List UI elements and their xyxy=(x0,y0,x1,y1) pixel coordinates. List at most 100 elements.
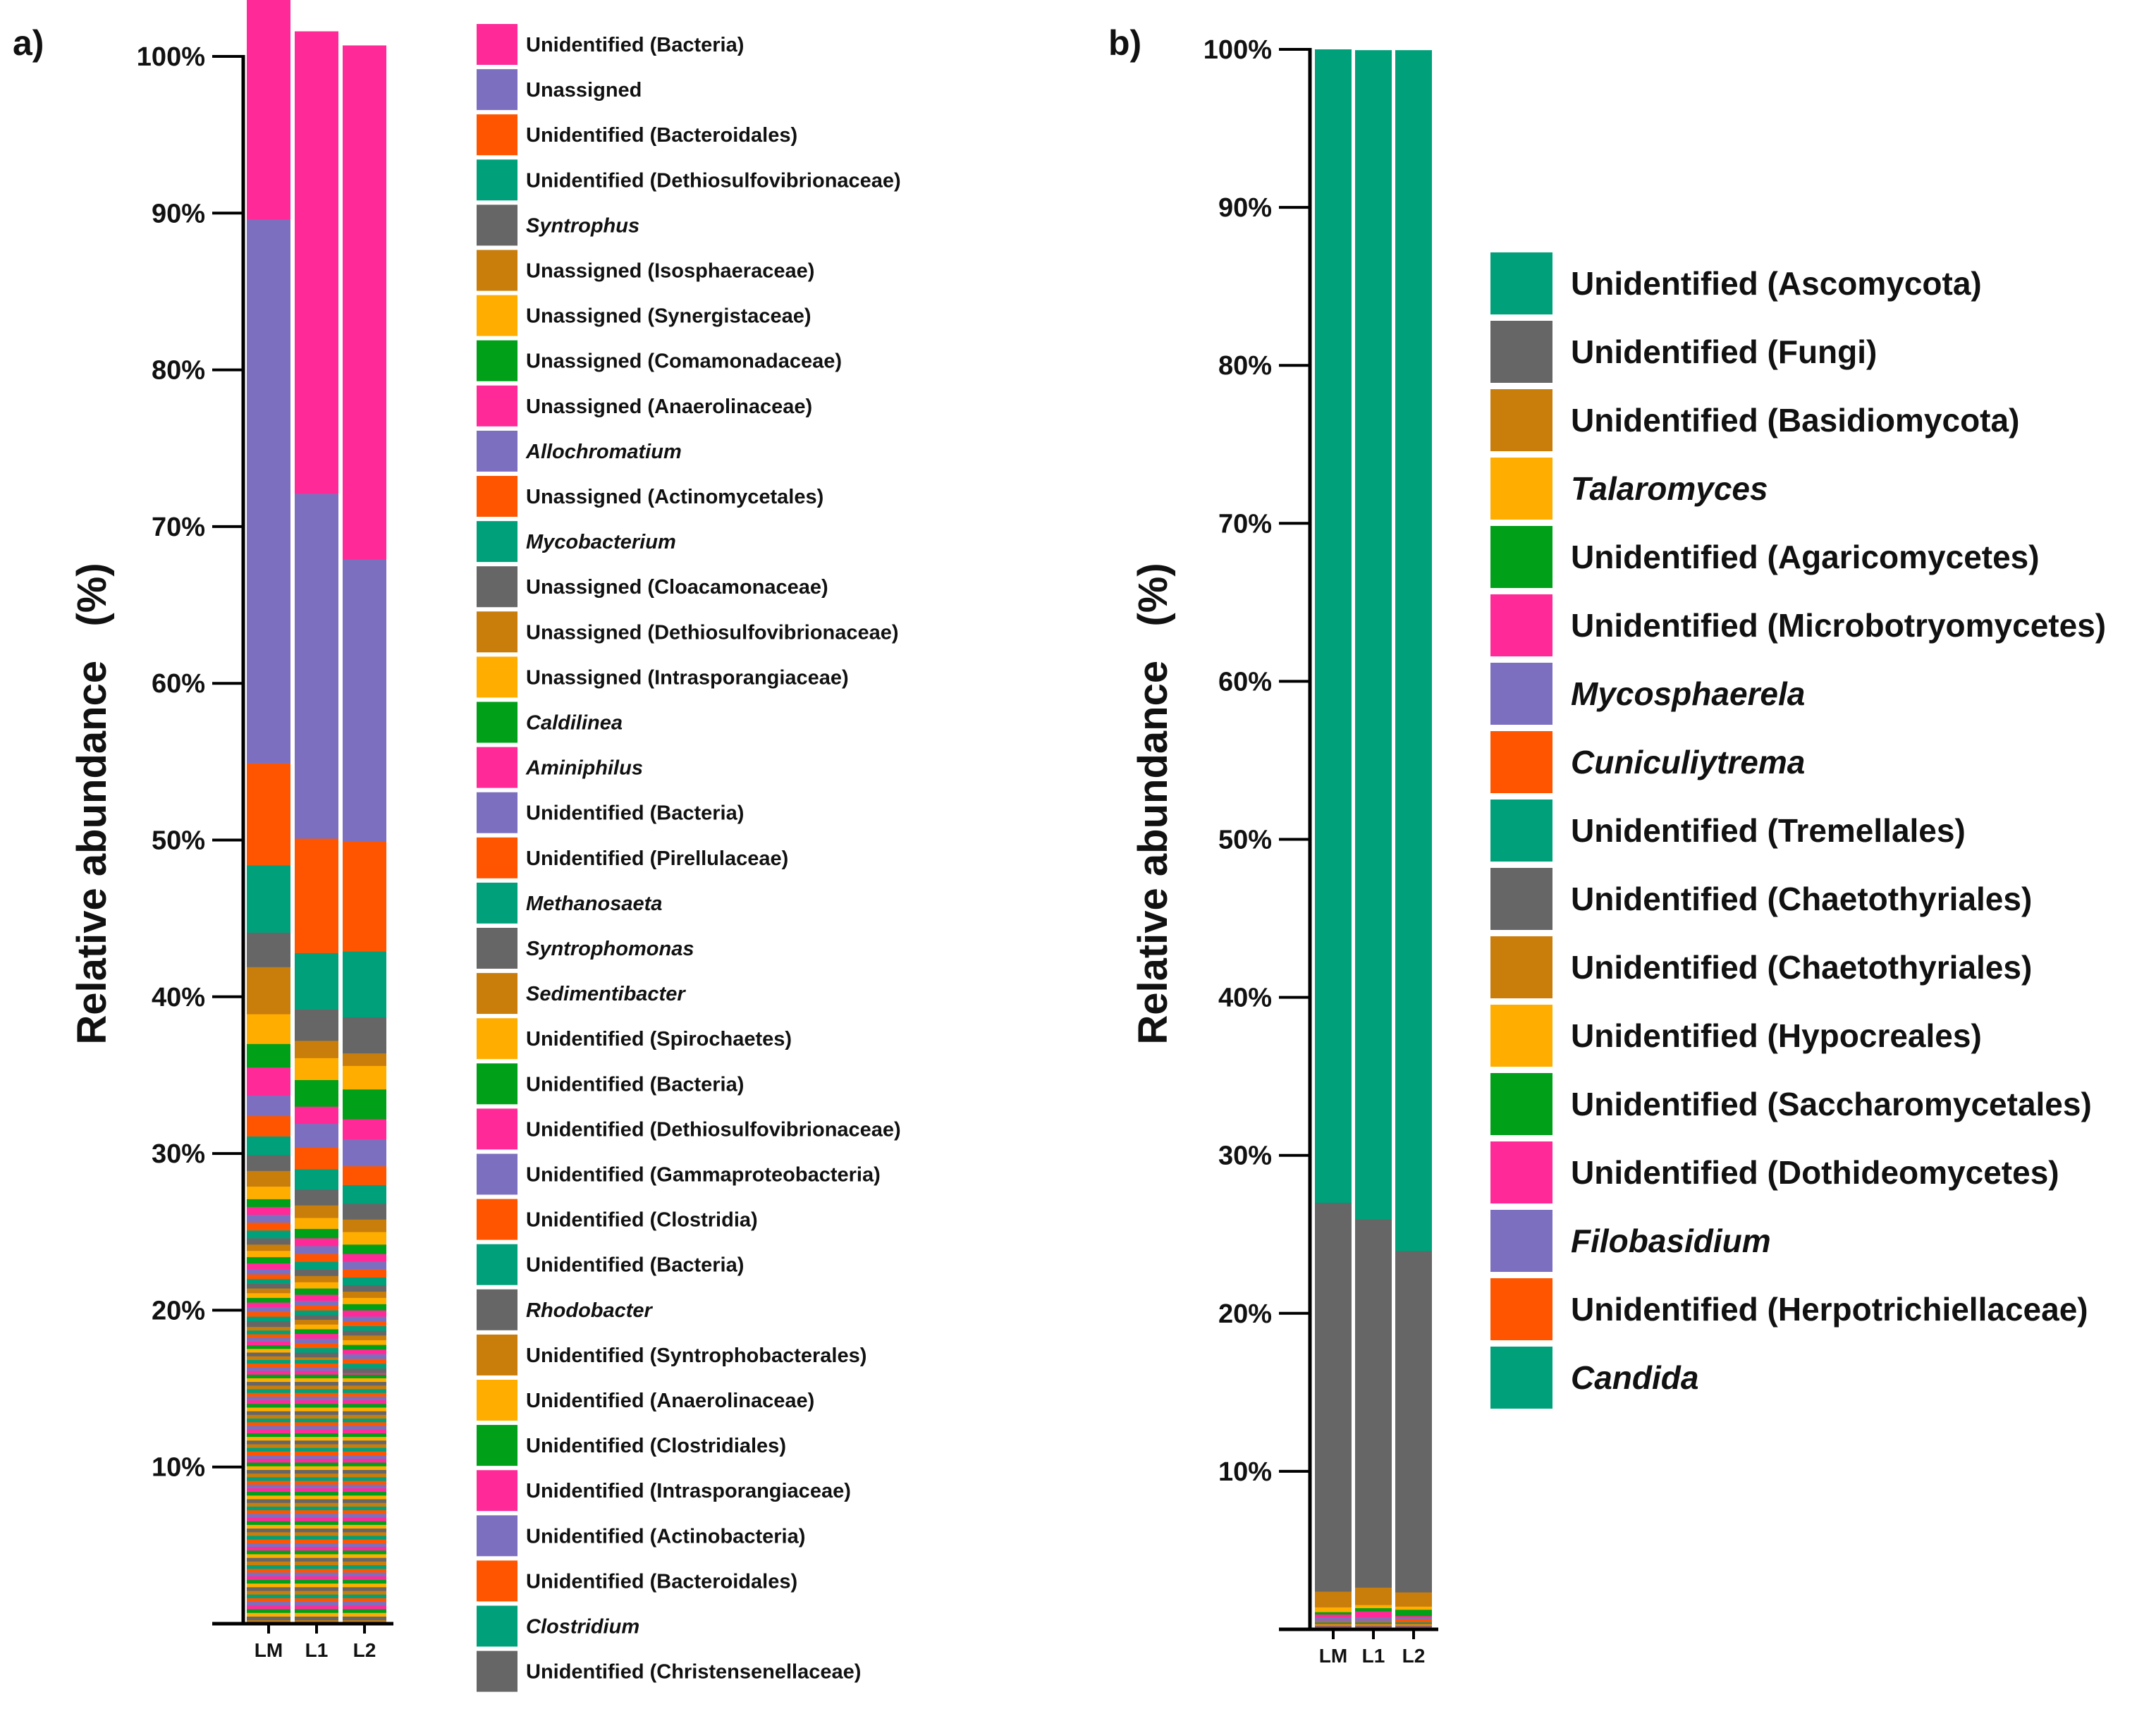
bar-segment-b-s1-l1 xyxy=(1355,1219,1392,1588)
bar-segment-minor-taxa-l1 xyxy=(295,1389,338,1393)
bar-segment-minor-taxa-l1 xyxy=(295,1484,338,1488)
legend-label: Unidentified (Clostridia) xyxy=(526,1209,758,1232)
legend-swatch xyxy=(1490,800,1552,862)
legend-swatch xyxy=(1490,1073,1552,1135)
legend-swatch xyxy=(1490,663,1552,725)
bar-segment-a-s23-l1 xyxy=(295,1288,338,1295)
bar-segment-minor-taxa-l2 xyxy=(343,1587,386,1591)
bar-segment-b-s9-l2 xyxy=(1395,1623,1432,1624)
bar-segment-minor-taxa-l2 xyxy=(343,1451,386,1456)
legend-swatch xyxy=(477,1380,517,1421)
bar-segment-a-s4-l1 xyxy=(295,1009,338,1041)
y-tick-label: 100% xyxy=(1203,35,1272,65)
bar-segment-minor-taxa-l1 xyxy=(295,1473,338,1478)
legend-label: Unidentified (Bacteria) xyxy=(526,1254,744,1277)
bar-segment-minor-taxa-lm xyxy=(247,1550,290,1555)
legend-swatch xyxy=(477,1244,517,1285)
bar-segment-a-s15-lm xyxy=(247,1199,290,1207)
bar-segment-a-s21-lm xyxy=(247,1244,290,1251)
y-tick-label: 20% xyxy=(1218,1299,1272,1329)
bar-segment-minor-taxa-l1 xyxy=(295,1488,338,1493)
bar-segment-minor-taxa-l1 xyxy=(295,1440,338,1445)
legend-swatch xyxy=(1490,458,1552,520)
bar-segment-minor-taxa-lm xyxy=(247,1459,290,1463)
bar-segment-minor-taxa-lm xyxy=(247,1579,290,1584)
bar-segment-a-s32-l1 xyxy=(295,1333,338,1339)
category-label-lm: LM xyxy=(255,1639,283,1661)
y-tick-label: 60% xyxy=(152,669,205,699)
bar-segment-minor-taxa-lm xyxy=(247,1436,290,1441)
bar-segment-minor-taxa-l1 xyxy=(295,1451,338,1456)
bar-segment-minor-taxa-l1 xyxy=(295,1528,338,1533)
legend-swatch xyxy=(477,476,517,517)
legend-label: Allochromatium xyxy=(525,441,682,463)
bar-segment-minor-taxa-l2 xyxy=(343,1429,386,1433)
bar-segment-minor-taxa-l1 xyxy=(295,1426,338,1430)
bar-segment-minor-taxa-lm xyxy=(247,1337,290,1342)
bar-segment-minor-taxa-l1 xyxy=(295,1404,338,1408)
bar-segment-minor-taxa-l1 xyxy=(295,1554,338,1558)
legend-label: Sedimentibacter xyxy=(526,983,686,1005)
legend-swatch xyxy=(1490,1347,1552,1409)
legend-swatch xyxy=(1490,1141,1552,1203)
bar-segment-minor-taxa-lm xyxy=(247,1352,290,1356)
legend-swatch xyxy=(477,1153,517,1195)
bar-segment-minor-taxa-l2 xyxy=(343,1539,386,1543)
bar-segment-minor-taxa-l2 xyxy=(343,1381,386,1386)
legend-label: Unidentified (Chaetothyriales) xyxy=(1571,949,2032,986)
bar-segment-minor-taxa-l1 xyxy=(295,1477,338,1481)
bar-segment-a-s22-lm xyxy=(247,1250,290,1258)
bar-segment-minor-taxa-lm xyxy=(247,1411,290,1415)
legend-label: Unassigned (Dethiosulfovibrionaceae) xyxy=(526,621,899,644)
bar-segment-minor-taxa-l1 xyxy=(295,1447,338,1452)
legend-swatch xyxy=(477,295,517,336)
bar-segment-minor-taxa-l1 xyxy=(295,1557,338,1562)
bar-segment-b-s5-lm xyxy=(1315,1614,1352,1618)
bar-segment-minor-taxa-l1 xyxy=(295,1605,338,1610)
legend-label: Mycosphaerela xyxy=(1571,675,1805,712)
legend-swatch xyxy=(477,1470,517,1512)
bar-segment-minor-taxa-l2 xyxy=(343,1499,386,1503)
legend-swatch xyxy=(477,928,517,969)
bar-segment-minor-taxa-lm xyxy=(247,1609,290,1613)
bar-segment-a-s33-lm xyxy=(247,1306,290,1312)
bar-segment-minor-taxa-lm xyxy=(247,1524,290,1529)
bar-segment-a-s12-l2 xyxy=(343,1203,386,1220)
bar-segment-b-s4-lm xyxy=(1315,1612,1352,1615)
bar-segment-a-s34-l2 xyxy=(343,1359,386,1364)
panel-b-ylabel: Relative abundance (%) xyxy=(1130,563,1176,1044)
legend-label: Unidentified (Dothideomycetes) xyxy=(1571,1154,2059,1191)
legend-swatch xyxy=(477,973,517,1015)
bar-segment-a-s4-l2 xyxy=(343,1017,386,1054)
bar-segment-b-s3-l1 xyxy=(1355,1605,1392,1609)
bar-segment-minor-taxa-l1 xyxy=(295,1436,338,1441)
legend-label: Unidentified (Bacteroidales) xyxy=(526,124,797,147)
bar-segment-a-s29-l1 xyxy=(295,1319,338,1325)
bar-segment-minor-taxa-lm xyxy=(247,1481,290,1485)
bar-segment-a-s28-l1 xyxy=(295,1315,338,1321)
bar-segment-minor-taxa-lm xyxy=(247,1488,290,1493)
bar-segment-minor-taxa-lm xyxy=(247,1506,290,1511)
bar-segment-a-s20-l1 xyxy=(295,1269,338,1276)
bar-segment-a-s9-lm xyxy=(247,1095,290,1117)
bar-segment-minor-taxa-lm xyxy=(247,1392,290,1397)
legend-swatch xyxy=(477,1199,517,1240)
bar-segment-a-s1-l2 xyxy=(343,559,386,843)
y-tick-label: 30% xyxy=(152,1139,205,1169)
bar-segment-a-s36-l1 xyxy=(295,1352,338,1358)
y-tick-label: 90% xyxy=(152,199,205,228)
bar-segment-a-s27-l2 xyxy=(343,1325,386,1331)
bar-segment-minor-taxa-l2 xyxy=(343,1502,386,1507)
bar-segment-a-s7-l1 xyxy=(295,1079,338,1107)
bar-segment-a-s27-l1 xyxy=(295,1310,338,1316)
legend-label: Unidentified (Syntrophobacterales) xyxy=(526,1344,866,1367)
bar-segment-b-s5-l1 xyxy=(1355,1611,1392,1618)
panel-b-label: b) xyxy=(1108,23,1141,63)
legend-swatch xyxy=(477,656,517,698)
bar-segment-minor-taxa-lm xyxy=(247,1341,290,1346)
bar-segment-minor-taxa-l1 xyxy=(295,1407,338,1411)
bar-segment-minor-taxa-lm xyxy=(247,1385,290,1390)
bar-segment-a-s3-l2 xyxy=(343,951,386,1017)
legend-label: Unidentified (Ascomycota) xyxy=(1571,265,1982,302)
